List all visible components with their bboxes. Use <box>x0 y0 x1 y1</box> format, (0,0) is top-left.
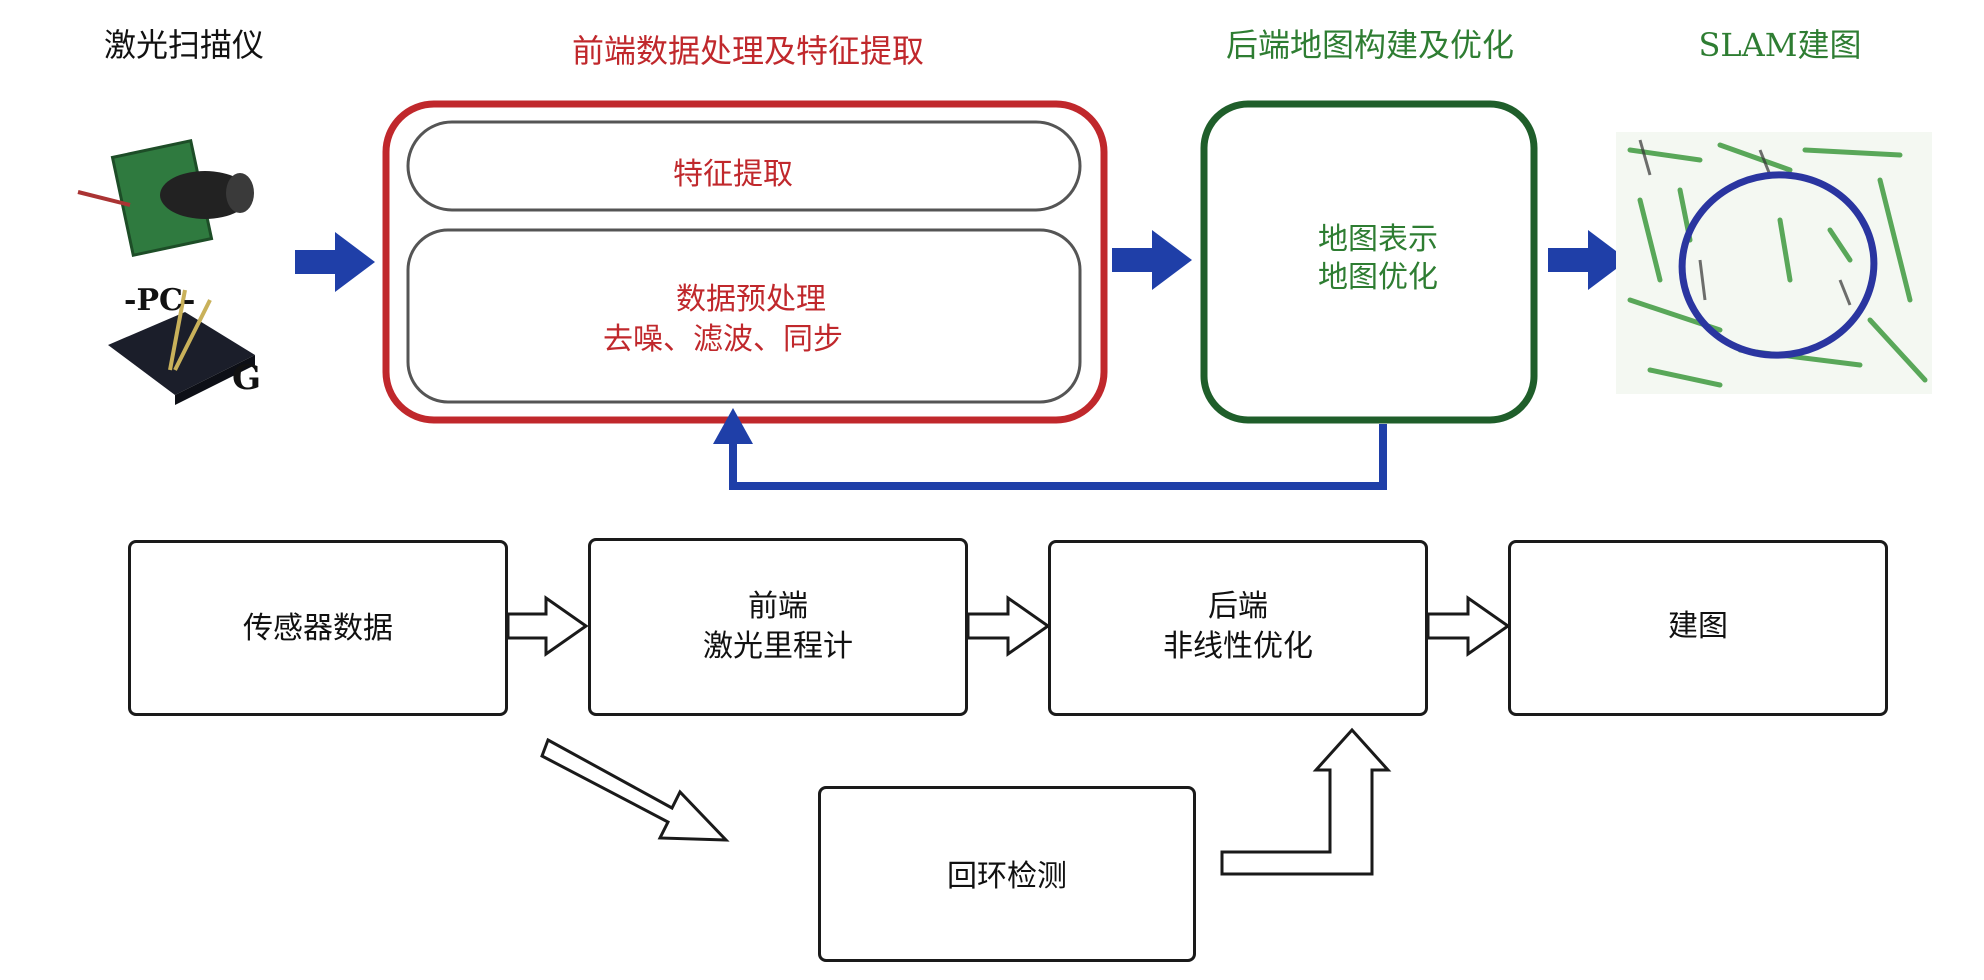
backend-header: 后端地图构建及优化 <box>1225 26 1515 64</box>
arrow-backend-to-slam <box>1548 230 1628 290</box>
map-optimization-label: 地图优化 <box>1318 260 1438 295</box>
backend-box <box>1200 100 1538 424</box>
preprocess-label: 数据预处理 <box>676 282 826 317</box>
slam-header: SLAM建图 <box>1698 26 1862 64</box>
sensor-data-label: 传感器数据 <box>243 611 393 646</box>
nonlinear-optimization-label: 非线性优化 <box>1163 629 1313 664</box>
pc-label: -PC- <box>124 283 196 318</box>
mapping-label: 建图 <box>1668 609 1728 644</box>
frontend-label: 前端 <box>748 589 808 624</box>
g-label: G <box>232 358 262 398</box>
backend-label: 后端 <box>1208 589 1268 624</box>
preprocess-subbox <box>406 228 1082 404</box>
frontend-odometry-box: 前端 激光里程计 <box>588 538 968 716</box>
loop-closure-box: 回环检测 <box>818 786 1196 962</box>
laser-odometry-label: 激光里程计 <box>703 629 853 664</box>
loop-closure-label: 回环检测 <box>947 859 1067 894</box>
arrow-sensor-to-frontend <box>506 595 589 657</box>
scanner-header: 激光扫描仪 <box>104 26 265 64</box>
map-representation-label: 地图表示 <box>1318 222 1438 257</box>
arrow-loop-to-backend <box>1220 727 1392 876</box>
sensor-data-box: 传感器数据 <box>128 540 508 716</box>
arrow-frontend-to-backend <box>1112 230 1192 290</box>
preprocess-detail-label: 去噪、滤波、同步 <box>603 322 843 357</box>
feedback-arrow <box>729 424 1387 490</box>
frontend-box <box>382 100 1108 424</box>
laser-scanner-illustration <box>77 138 255 405</box>
arrow-backend-to-mapping <box>1426 595 1511 657</box>
slam-map-illustration <box>1616 132 1932 394</box>
arrow-frontend-to-backend-bottom <box>966 595 1051 657</box>
feature-subbox <box>406 120 1082 212</box>
mapping-box: 建图 <box>1508 540 1888 716</box>
arrow-sensor-to-loop <box>540 737 730 842</box>
frontend-header: 前端数据处理及特征提取 <box>571 32 925 70</box>
backend-optimization-box: 后端 非线性优化 <box>1048 540 1428 716</box>
arrow-scanner-to-frontend <box>295 232 375 292</box>
feature-extraction-label: 特征提取 <box>673 157 793 192</box>
